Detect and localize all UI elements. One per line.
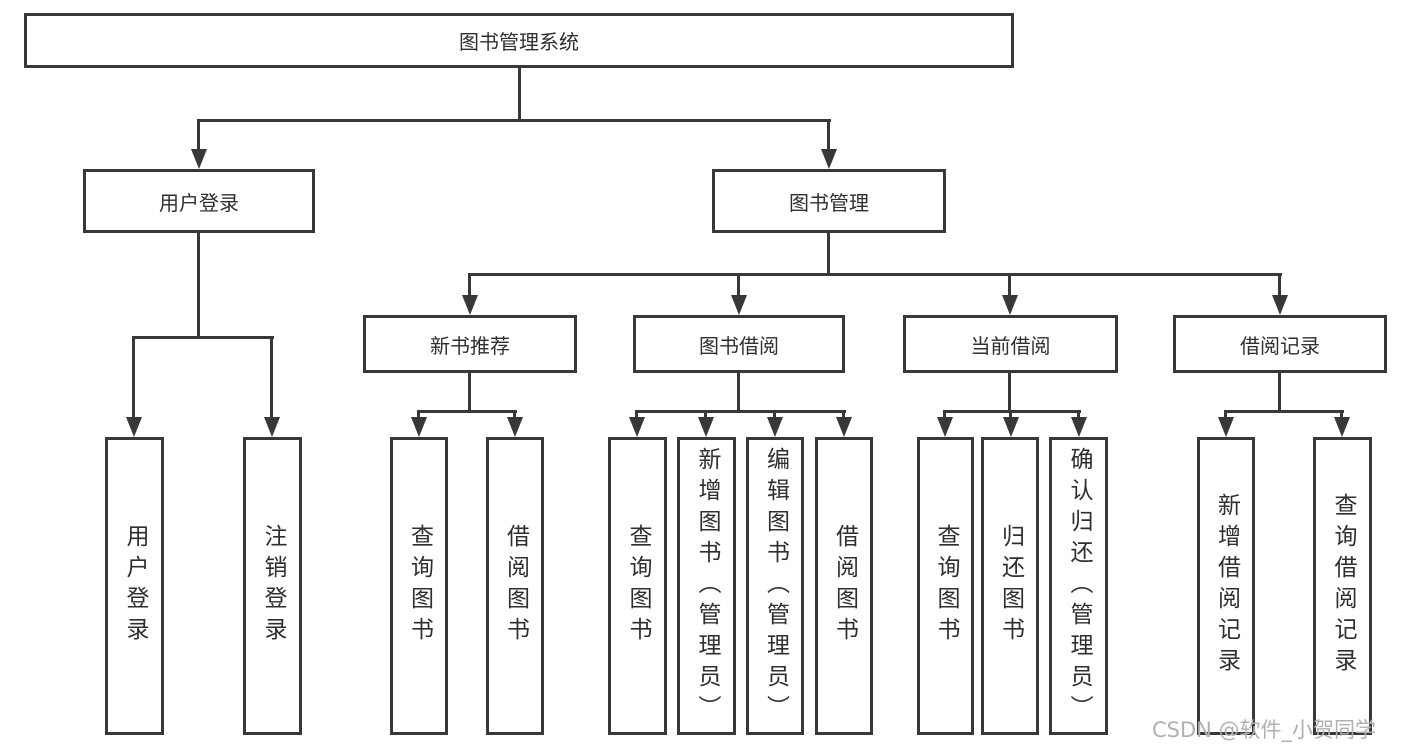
connector-drop-br-add (1224, 410, 1227, 417)
node-new-book-recommend: 新书推荐 (363, 315, 577, 373)
leaf-bb-add-books-admin: 新增图书（管理员） (677, 437, 736, 735)
connector-borrow-record-bar (1224, 410, 1344, 413)
node-current-borrow: 当前借阅 (903, 315, 1118, 373)
connector-drop-leaf-login (132, 336, 135, 417)
connector-book-borrow-stem (737, 373, 740, 410)
connector-drop-bb-query (635, 410, 638, 417)
arrow-bb-query (629, 417, 645, 437)
connector-drop-nb-query (417, 410, 420, 417)
connector-drop-borrow-record (1278, 273, 1281, 295)
leaf-user-login: 用户登录 (105, 437, 164, 735)
leaf-bb-query-books: 查询图书 (608, 437, 667, 735)
connector-current-borrow-bar (943, 410, 1081, 413)
node-book-management-label: 图书管理 (789, 190, 869, 215)
leaf-br-add-record-label: 新增借阅记录 (1213, 493, 1240, 679)
leaf-cb-return-books: 归还图书 (981, 437, 1039, 735)
csdn-watermark: CSDN @软件_小贺同学 (1152, 718, 1377, 742)
connector-user-login-stem (197, 233, 200, 336)
leaf-bb-edit-books-admin: 编辑图书（管理员） (746, 437, 804, 735)
arrow-cb-confirm (1071, 417, 1087, 437)
node-user-login-label: 用户登录 (159, 190, 239, 215)
leaf-nb-query-books: 查询图书 (390, 437, 448, 735)
arrow-book-management (821, 149, 837, 169)
leaf-cb-return-books-label: 归还图书 (997, 524, 1024, 648)
arrow-leaf-logout (264, 417, 280, 437)
leaf-nb-borrow-books-label: 借阅图书 (502, 524, 529, 648)
arrow-bb-borrow (836, 417, 852, 437)
connector-drop-book-management (827, 119, 830, 151)
node-user-login: 用户登录 (83, 169, 315, 233)
connector-drop-bb-borrow (842, 410, 845, 417)
node-book-borrow-label: 图书借阅 (699, 333, 779, 358)
leaf-bb-borrow-books-label: 借阅图书 (831, 524, 858, 648)
connector-drop-bb-add (704, 410, 707, 417)
connector-root-bar (197, 119, 831, 122)
arrow-book-borrow (731, 295, 747, 315)
node-book-management: 图书管理 (712, 169, 946, 233)
connector-user-login-bar (132, 336, 274, 339)
arrow-leaf-login (126, 417, 142, 437)
connector-borrow-record-stem (1278, 373, 1281, 410)
leaf-cb-confirm-return-admin: 确认归还（管理员） (1049, 437, 1108, 735)
arrow-borrow-record (1272, 295, 1288, 315)
arrow-new-book (462, 295, 478, 315)
leaf-cb-confirm-return-admin-label: 确认归还（管理员） (1066, 446, 1092, 726)
leaf-nb-query-books-label: 查询图书 (406, 524, 433, 648)
leaf-bb-add-books-admin-label: 新增图书（管理员） (694, 446, 720, 726)
connector-new-book-bar (417, 410, 517, 413)
connector-drop-bb-edit (773, 410, 776, 417)
node-new-book-recommend-label: 新书推荐 (430, 333, 510, 358)
leaf-nb-borrow-books: 借阅图书 (486, 437, 544, 735)
arrow-br-add (1218, 417, 1234, 437)
node-borrow-record-label: 借阅记录 (1240, 333, 1320, 358)
node-current-borrow-label: 当前借阅 (970, 333, 1051, 358)
arrow-nb-query (411, 417, 427, 437)
connector-drop-book-borrow (737, 273, 740, 295)
connector-book-borrow-bar (635, 410, 846, 413)
arrow-current-borrow (1002, 295, 1018, 315)
node-root: 图书管理系统 (24, 13, 1014, 68)
arrow-bb-edit (767, 417, 783, 437)
leaf-br-add-record: 新增借阅记录 (1197, 437, 1255, 735)
node-root-label: 图书管理系统 (459, 30, 579, 54)
connector-drop-cb-return (1009, 410, 1012, 417)
leaf-cb-query-books: 查询图书 (917, 437, 974, 735)
connector-drop-new-book (468, 273, 471, 295)
arrow-user-login (191, 149, 207, 169)
connector-root-stem (518, 68, 521, 119)
arrow-br-query (1334, 417, 1350, 437)
connector-book-management-stem (827, 233, 830, 273)
leaf-cb-query-books-label: 查询图书 (933, 524, 959, 648)
connector-drop-cb-confirm (1077, 410, 1080, 417)
leaf-bb-query-books-label: 查询图书 (625, 524, 651, 648)
node-borrow-record: 借阅记录 (1173, 315, 1387, 373)
node-book-borrow: 图书借阅 (633, 315, 845, 373)
leaf-logout: 注销登录 (243, 437, 302, 735)
connector-drop-current-borrow (1008, 273, 1011, 295)
leaf-bb-borrow-books: 借阅图书 (815, 437, 873, 735)
connector-drop-user-login (197, 119, 200, 151)
connector-current-borrow-stem (1008, 373, 1011, 410)
arrow-cb-return (1003, 417, 1019, 437)
connector-drop-leaf-logout (270, 336, 273, 417)
leaf-user-login-label: 用户登录 (122, 524, 148, 648)
leaf-br-query-record: 查询借阅记录 (1313, 437, 1372, 735)
connector-book-management-bar (468, 273, 1282, 276)
leaf-bb-edit-books-admin-label: 编辑图书（管理员） (762, 446, 789, 726)
connector-drop-nb-borrow (513, 410, 516, 417)
connector-drop-cb-query (943, 410, 946, 417)
connector-drop-br-query (1340, 410, 1343, 417)
connector-new-book-stem (468, 373, 471, 410)
arrow-bb-add (698, 417, 714, 437)
arrow-cb-query (937, 417, 953, 437)
leaf-br-query-record-label: 查询借阅记录 (1330, 493, 1356, 679)
leaf-logout-label: 注销登录 (260, 524, 286, 648)
arrow-nb-borrow (507, 417, 523, 437)
